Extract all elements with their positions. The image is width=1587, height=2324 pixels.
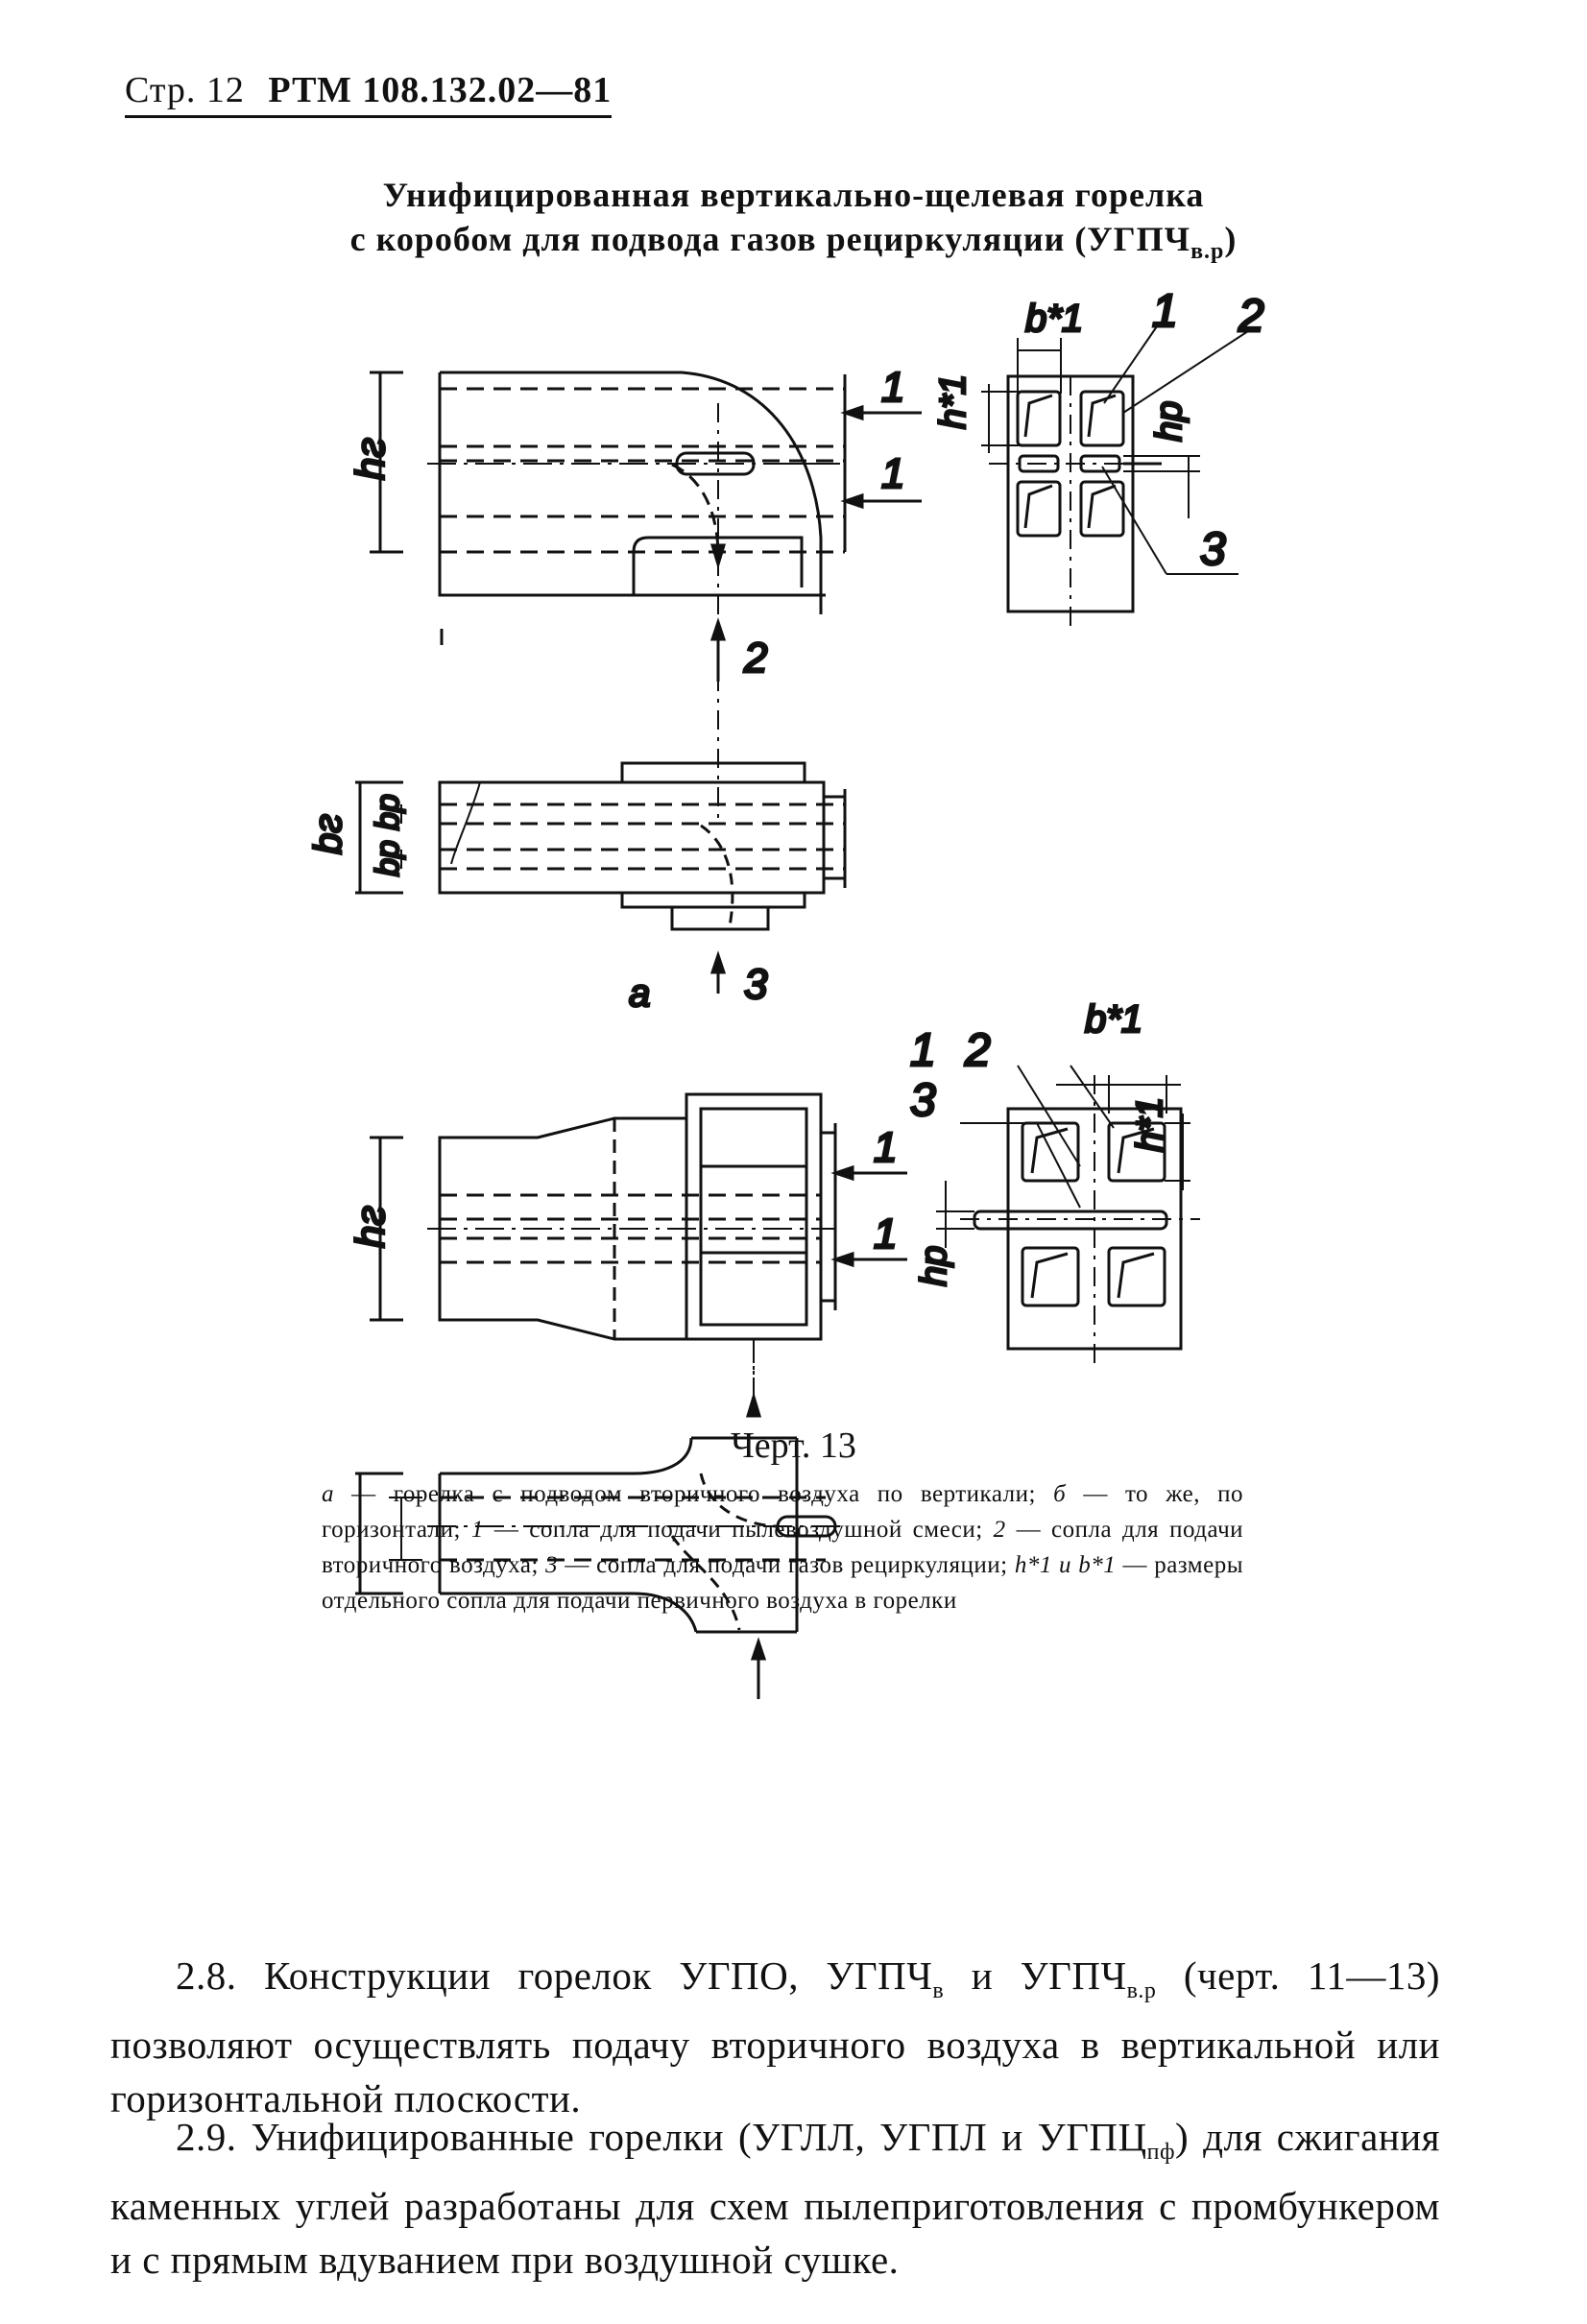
label-3-a-front: 3 (1200, 524, 1226, 575)
page-number: Стр. 12 (125, 70, 245, 110)
dim-h1-b: h*1 (1130, 1097, 1170, 1152)
dim-bp-a-1: bр (370, 794, 406, 830)
label-1-b-top: 1 (874, 1124, 897, 1171)
dim-hp-a: hр (1149, 401, 1190, 442)
label-1-a-front: 1 (1152, 286, 1178, 337)
page-header: Стр. 12 РТМ 108.132.02—81 (125, 69, 613, 118)
dim-hg-a: hг (348, 438, 393, 480)
dim-b1-b: b*1 (1085, 998, 1142, 1041)
label-3-b-front: 3 (910, 1075, 936, 1126)
view-b-plan (745, 1344, 762, 1418)
title-line-2: с коробом для подвода газов рециркуляции… (349, 220, 1238, 265)
figure-title: Унифицированная вертикально-щелевая горе… (0, 173, 1587, 274)
dim-hp-b: hр (914, 1246, 954, 1286)
technical-drawing: hг 1 1 2 b*1 h*1 hр 1 2 3 (306, 285, 1265, 1411)
label-1-b-bottom: 1 (874, 1210, 897, 1258)
view-a-side (370, 371, 922, 826)
dim-h1-a: h*1 (933, 374, 974, 429)
view-b-front (936, 1065, 1200, 1363)
view-a-plan (355, 761, 847, 994)
standard-number: РТМ 108.132.02—81 (268, 70, 613, 110)
title-line-1: Унифицированная вертикально-щелевая горе… (382, 176, 1205, 214)
technical-drawing-lower (745, 1344, 762, 1418)
label-2-a: 2 (743, 635, 767, 682)
label-1-a-top: 1 (881, 364, 904, 411)
figure-caption: Черт. 13 (731, 1426, 856, 1466)
label-2-b-front: 2 (964, 1025, 991, 1076)
dim-bp-a-2: bр (370, 840, 406, 876)
dim-hg-b: hг (348, 1206, 393, 1248)
label-1-b-front: 1 (910, 1025, 936, 1076)
paragraph-2-9: 2.9. Унифицированные горелки (УГЛЛ, УГПЛ… (110, 2115, 1441, 2283)
label-3-a-plan: 3 (744, 961, 768, 1008)
dim-bg-a: bг (307, 814, 349, 854)
view-label-a: а (629, 972, 650, 1015)
paragraph-2-8: 2.8. Конструкции горелок УГПО, УГПЧв и У… (110, 1953, 1440, 2121)
label-1-a-bottom: 1 (881, 450, 904, 497)
label-2-a-front: 2 (1238, 291, 1264, 342)
view-b-side (370, 1092, 907, 1411)
figure-legend: а — горелка с подводом вторичного воздух… (322, 1481, 1244, 1614)
dim-b1-a: b*1 (1025, 298, 1083, 340)
view-a-front (981, 325, 1249, 634)
